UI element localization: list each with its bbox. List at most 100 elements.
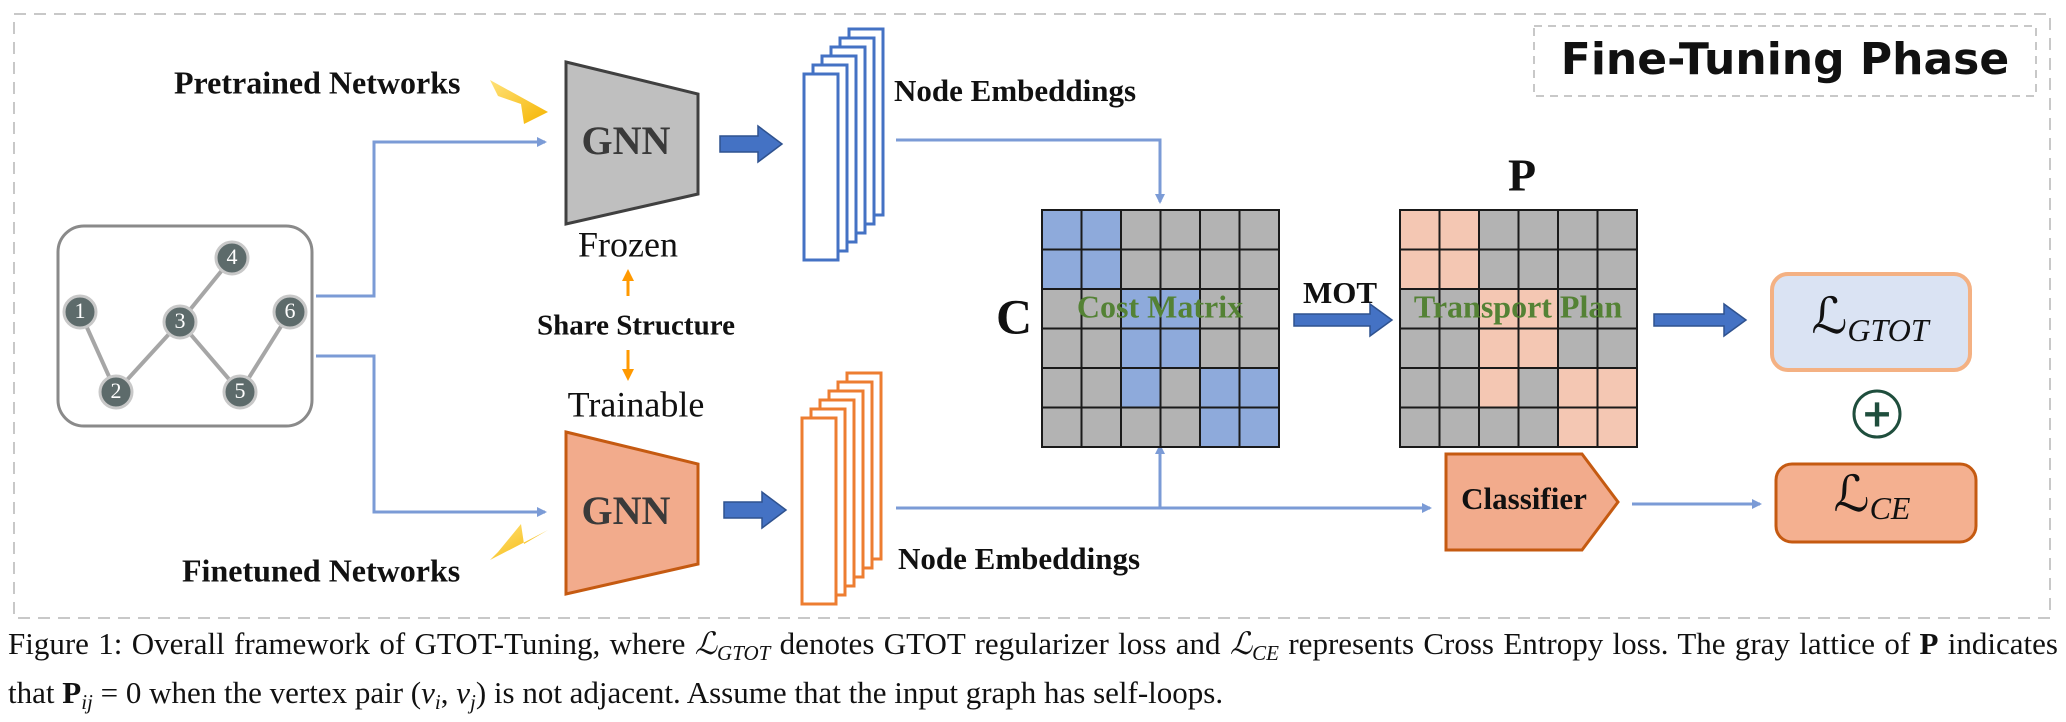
caption-text-6: ) is not adjacent. Assume that the input… bbox=[475, 675, 1224, 710]
transport-plan-cell bbox=[1596, 367, 1638, 409]
cost-matrix-cell bbox=[1238, 327, 1280, 369]
graph-node-label-4: 4 bbox=[227, 244, 238, 269]
caption-math-vj: v bbox=[456, 675, 470, 710]
cost-matrix-cell bbox=[1120, 248, 1162, 290]
frozen-label: Frozen bbox=[578, 224, 678, 264]
classifier-box bbox=[1444, 452, 1620, 552]
cost-matrix-cell bbox=[1199, 209, 1241, 251]
cost-matrix-cell bbox=[1041, 248, 1083, 290]
graph-node-4 bbox=[214, 240, 250, 276]
trainable-label: Trainable bbox=[568, 384, 705, 424]
caption-math-vi: v bbox=[421, 675, 435, 710]
caption-text-5: = 0 when the vertex pair ( bbox=[92, 675, 422, 710]
transport-plan-cell bbox=[1557, 209, 1599, 251]
caption-comma: , bbox=[440, 675, 457, 710]
cost-matrix-grid bbox=[1041, 209, 1280, 448]
gnn-top-to-embeddings-arrow bbox=[719, 124, 784, 164]
gnn-bottom-to-embeddings-arrow bbox=[723, 490, 788, 530]
caption-math-l-gtot: ℒ bbox=[694, 626, 718, 661]
transport-plan-cell bbox=[1557, 248, 1599, 290]
figure-caption: Figure 1: Overall framework of GTOT-Tuni… bbox=[8, 624, 2058, 722]
cost-matrix-cell bbox=[1159, 248, 1201, 290]
cost-matrix-cell bbox=[1159, 288, 1201, 330]
caption-math-l-ce: ℒ bbox=[1229, 626, 1253, 661]
plan-to-gtot-arrow bbox=[1653, 302, 1748, 338]
graph-node-label-2: 2 bbox=[111, 378, 122, 403]
transport-plan-cell bbox=[1596, 248, 1638, 290]
caption-sub-ij: ij bbox=[81, 690, 93, 714]
transport-plan-cell bbox=[1399, 327, 1441, 369]
cost-matrix-cell bbox=[1120, 327, 1162, 369]
cost-matrix-cell bbox=[1238, 367, 1280, 409]
share-structure-label: Share Structure bbox=[537, 310, 735, 342]
transport-plan-label: Transport Plan bbox=[1414, 288, 1623, 324]
cost-matrix-cell bbox=[1199, 327, 1241, 369]
graph-node-label-5: 5 bbox=[235, 378, 246, 403]
caption-sub-ce: CE bbox=[1252, 641, 1280, 665]
transport-plan-cell bbox=[1478, 209, 1520, 251]
loss-ce-box bbox=[1774, 462, 1978, 544]
graph-node-label-6: 6 bbox=[285, 298, 296, 323]
cost-matrix-cell bbox=[1080, 406, 1122, 448]
cost-matrix-cell bbox=[1159, 327, 1201, 369]
cost-matrix-cell bbox=[1041, 406, 1083, 448]
graph-node-5 bbox=[222, 374, 258, 410]
phase-title: Fine-Tuning Phase bbox=[1561, 34, 2009, 85]
transport-plan-cell bbox=[1399, 209, 1441, 251]
cost-matrix-cell bbox=[1199, 406, 1241, 448]
pretrained-yellow-arrow bbox=[490, 80, 548, 124]
transport-plan-cell bbox=[1596, 406, 1638, 448]
transport-plan-cell bbox=[1478, 406, 1520, 448]
gnn-top-frozen bbox=[564, 60, 700, 226]
gnn-top-label: GNN bbox=[582, 118, 671, 163]
transport-plan-cell bbox=[1557, 327, 1599, 369]
plan-symbol: P bbox=[1508, 150, 1536, 201]
transport-plan-cell bbox=[1596, 209, 1638, 251]
gnn-bottom-label: GNN bbox=[582, 488, 671, 533]
transport-plan-cell bbox=[1399, 367, 1441, 409]
cost-symbol: C bbox=[996, 288, 1032, 344]
loss-gtot-label: ℒGTOT bbox=[1811, 288, 1930, 348]
embeddings-top-to-cost-line bbox=[896, 138, 1165, 204]
mot-label: MOT bbox=[1303, 275, 1377, 310]
graph-node-6 bbox=[272, 294, 308, 330]
transport-plan-cell bbox=[1478, 248, 1520, 290]
node-embeddings-top-label: Node Embeddings bbox=[894, 73, 1136, 108]
caption-bold-p2: P bbox=[62, 675, 82, 710]
transport-plan-cell bbox=[1438, 327, 1480, 369]
graph-node-3 bbox=[162, 304, 198, 340]
caption-sub-i: i bbox=[434, 690, 441, 714]
finetuned-label: Finetuned Networks bbox=[182, 552, 460, 588]
cost-matrix-cell bbox=[1238, 209, 1280, 251]
cost-matrix-cell bbox=[1159, 406, 1201, 448]
graph-node-label-3: 3 bbox=[175, 308, 186, 333]
graph-node-1 bbox=[62, 294, 98, 330]
loss-ce-label: ℒCE bbox=[1834, 466, 1911, 526]
finetuned-yellow-arrow bbox=[490, 524, 548, 560]
node-embeddings-bottom-label: Node Embeddings bbox=[898, 541, 1140, 576]
embedding-sheet bbox=[800, 416, 838, 606]
graph-node-label-1: 1 bbox=[75, 298, 86, 323]
cost-matrix-cell bbox=[1120, 367, 1162, 409]
node-embeddings-top-stack bbox=[802, 27, 885, 262]
cost-matrix-cell bbox=[1080, 367, 1122, 409]
plus-circle bbox=[1852, 389, 1902, 439]
transport-plan-cell bbox=[1438, 406, 1480, 448]
cost-matrix-cell bbox=[1041, 367, 1083, 409]
cost-matrix-cell bbox=[1120, 209, 1162, 251]
caption-sub-gtot: GTOT bbox=[717, 641, 771, 665]
graph-to-gnn-top-line bbox=[316, 137, 547, 298]
cost-matrix-cell bbox=[1041, 288, 1083, 330]
transport-plan-cell bbox=[1517, 406, 1559, 448]
transport-plan-cell bbox=[1438, 367, 1480, 409]
cost-matrix-cell bbox=[1199, 367, 1241, 409]
cost-matrix-cell bbox=[1238, 248, 1280, 290]
cost-matrix-label: Cost Matrix bbox=[1077, 288, 1243, 324]
cost-matrix-cell bbox=[1199, 248, 1241, 290]
transport-plan-cell bbox=[1517, 367, 1559, 409]
transport-plan-grid bbox=[1399, 209, 1638, 448]
transport-plan-cell bbox=[1478, 327, 1520, 369]
plus-sign: + bbox=[1861, 392, 1893, 436]
pretrained-label: Pretrained Networks bbox=[174, 64, 460, 100]
cost-matrix-cell bbox=[1159, 209, 1201, 251]
